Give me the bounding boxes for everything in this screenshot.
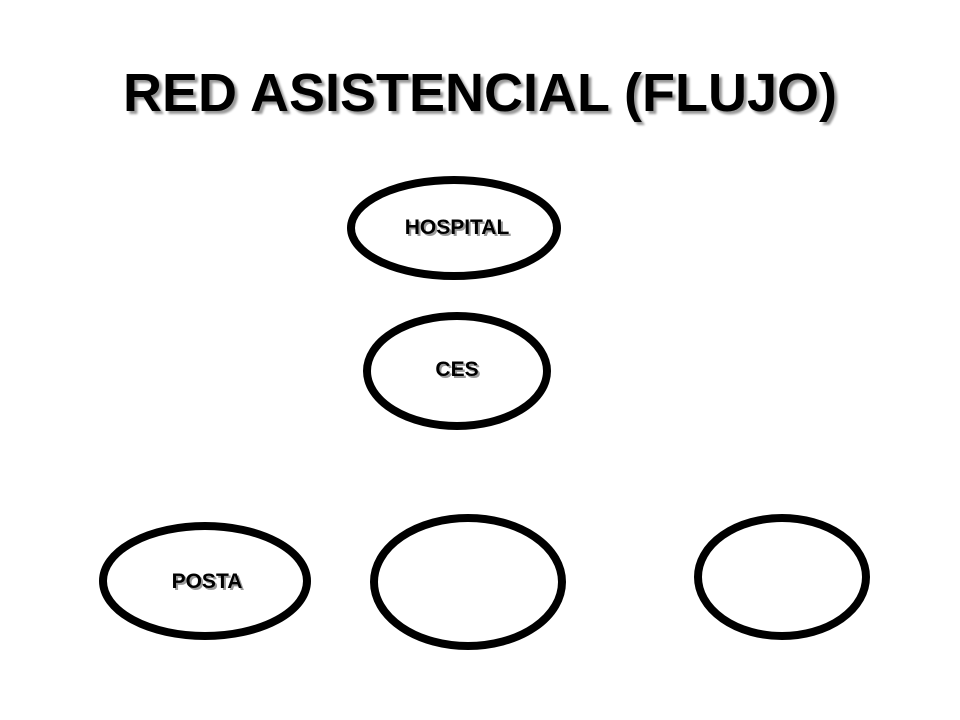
- posta-label-shadow: POSTA: [174, 572, 245, 595]
- ces-ellipse: [363, 312, 551, 430]
- posta-label: POSTA: [172, 570, 243, 593]
- blank-center-ellipse: [370, 514, 566, 650]
- ces-label-shadow: CES: [437, 360, 480, 383]
- posta-node: POSTA POSTA: [99, 522, 311, 640]
- hospital-ellipse: [347, 176, 561, 280]
- hospital-label-shadow: HOSPITAL: [407, 218, 512, 241]
- posta-ellipse: [99, 522, 311, 640]
- blank-center-node: [370, 514, 566, 650]
- hospital-node: HOSPITAL HOSPITAL: [347, 176, 561, 280]
- ces-label: CES: [435, 358, 478, 381]
- blank-right-ellipse: [694, 514, 870, 640]
- ces-node: CES CES: [363, 312, 551, 430]
- blank-right-node: [694, 514, 870, 640]
- hospital-label: HOSPITAL: [405, 216, 510, 239]
- slide-title: RED ASISTENCIAL (FLUJO): [122, 63, 838, 123]
